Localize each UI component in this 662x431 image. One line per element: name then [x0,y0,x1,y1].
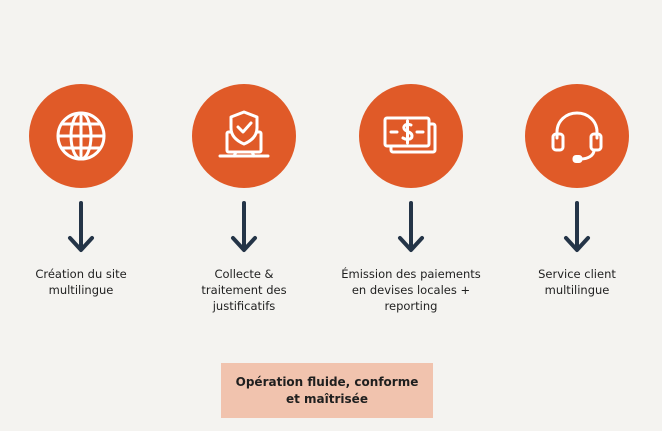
step-circle [525,84,629,188]
step-label: Création du site multilingue [35,267,127,297]
step-circle [29,84,133,188]
result-box: Opération fluide, conforme et maîtrisée [221,363,433,418]
banknote-icon [377,106,445,166]
step-label: Service client multilingue [538,267,616,297]
headset-icon [545,104,609,168]
down-arrow-icon [231,201,257,252]
step-circle [192,84,296,188]
step-label: Émission des paiements en devises locale… [341,267,481,313]
down-arrow-icon [564,201,590,252]
process-step-site-creation: Création du site multilingue [1,0,161,330]
down-arrow-icon [68,201,94,252]
process-step-payment-issuance: Émission des paiements en devises locale… [331,0,491,330]
step-label: Collecte & traitement des justificatifs [201,267,287,313]
step-circle [359,84,463,188]
result-label: Opération fluide, conforme et maîtrisée [235,374,419,406]
process-step-customer-service: Service client multilingue [497,0,657,330]
shield-laptop-icon [212,104,276,168]
down-arrow-icon [398,201,424,252]
globe-icon [51,106,111,166]
process-step-document-collection: Collecte & traitement des justificatifs [164,0,324,330]
